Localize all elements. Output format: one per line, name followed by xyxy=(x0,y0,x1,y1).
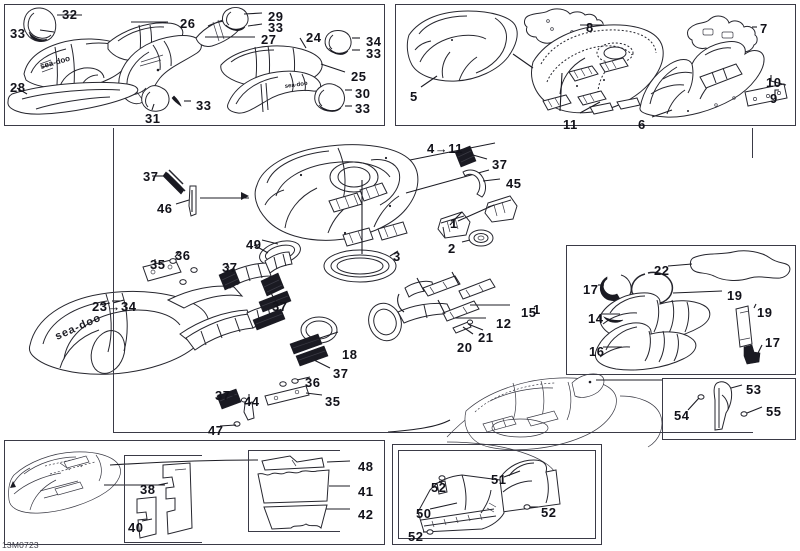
springs-37-group xyxy=(216,267,329,410)
callout-1-b: 1 xyxy=(533,302,541,317)
main-exhaust-panel-right xyxy=(752,128,753,158)
callout-37-d: 37 xyxy=(272,299,288,314)
callout-29: 29 xyxy=(268,9,284,24)
callout-40: 40 xyxy=(128,520,144,535)
group-floor-panel xyxy=(417,459,561,535)
callout-33-e: 33 xyxy=(355,101,371,116)
callout-4-to-11: 4→11 xyxy=(427,141,463,156)
group-top-right-parts xyxy=(406,8,788,118)
group-main-exhaust: sea-doo xyxy=(28,142,518,427)
callout-54: 54 xyxy=(674,408,690,423)
callout-52-b: 52 xyxy=(541,505,557,520)
callout-1-a: 1 xyxy=(450,216,458,231)
callout-17-b: 17 xyxy=(765,335,781,350)
callout-27: 27 xyxy=(261,32,277,47)
callout-36-b: 36 xyxy=(305,375,321,390)
group-bracket-53 xyxy=(687,381,763,431)
callout-19-b: 19 xyxy=(757,305,773,320)
callout-45: 45 xyxy=(506,176,522,191)
floor-panel-inset xyxy=(398,450,596,539)
callout-16: 16 xyxy=(589,344,605,359)
main-exhaust-panel xyxy=(113,128,753,433)
callout-20: 20 xyxy=(457,340,473,355)
floor-panel-group xyxy=(392,444,602,545)
callout-37-a: 37 xyxy=(143,169,159,184)
callout-46: 46 xyxy=(157,201,173,216)
callout-42: 42 xyxy=(358,507,374,522)
callout-37-c: 37 xyxy=(222,260,238,275)
group-chassis-overview xyxy=(387,373,663,475)
callout-35-a: 35 xyxy=(150,257,166,272)
callout-25: 25 xyxy=(351,69,367,84)
callout-34: 34 xyxy=(366,34,382,49)
callout-53: 53 xyxy=(746,382,762,397)
panel-48-41-42-inset xyxy=(248,450,340,532)
group-tuned-pipe xyxy=(594,250,791,371)
callout-18: 18 xyxy=(342,347,358,362)
callout-7: 7 xyxy=(760,21,768,36)
muffler-and-clamps-panel xyxy=(4,4,385,126)
callout-33-d: 33 xyxy=(196,98,212,113)
callout-37-f: 37 xyxy=(215,388,231,403)
callout-26: 26 xyxy=(180,16,196,31)
callout-41: 41 xyxy=(358,484,374,499)
callout-36-a: 36 xyxy=(175,248,191,263)
callout-28: 28 xyxy=(10,80,26,95)
callout-21: 21 xyxy=(478,330,494,345)
heat-shield-panel xyxy=(395,4,796,126)
callout-33-a: 33 xyxy=(10,26,26,41)
callout-33-b: 33 xyxy=(268,20,284,35)
lower-panels xyxy=(4,440,385,545)
group-top-left-parts: sea-doo xyxy=(7,7,360,115)
callout-6: 6 xyxy=(638,117,646,132)
callout-14: 14 xyxy=(588,311,604,326)
main-exhaust-panel-bottom xyxy=(113,432,753,433)
callout-31: 31 xyxy=(145,111,161,126)
callout-2: 2 xyxy=(448,241,456,256)
callout-32: 32 xyxy=(62,7,78,22)
callout-12: 12 xyxy=(496,316,512,331)
callout-15: 15 xyxy=(521,305,537,320)
callout-10: 10 xyxy=(766,75,782,90)
rods-15-12 xyxy=(416,271,496,322)
callout-37-e: 37 xyxy=(333,366,349,381)
bracket-panel xyxy=(662,378,796,440)
group-bottom-left xyxy=(8,451,351,539)
callout-38: 38 xyxy=(140,482,156,497)
tuned-pipe-panel xyxy=(566,245,796,375)
callout-33-c: 33 xyxy=(366,46,382,61)
callout-11: 11 xyxy=(563,117,578,132)
callout-30: 30 xyxy=(355,86,371,101)
callout-3: 3 xyxy=(393,249,401,264)
callout-19-a: 19 xyxy=(727,288,743,303)
callout-52-c: 52 xyxy=(408,529,424,544)
callout-35-b: 35 xyxy=(325,394,341,409)
callout-52-a: 52 xyxy=(431,480,447,495)
callout-8: 8 xyxy=(586,20,594,35)
callout-22: 22 xyxy=(654,263,670,278)
callout-55: 55 xyxy=(766,404,782,419)
callout-49: 49 xyxy=(246,237,262,252)
panel-38-40-inset xyxy=(124,455,202,543)
callout-37-b: 37 xyxy=(492,157,508,172)
svg-text:sea-doo: sea-doo xyxy=(284,81,308,90)
callout-48: 48 xyxy=(358,459,374,474)
callout-50: 50 xyxy=(416,506,432,521)
callout-24: 24 xyxy=(306,30,322,45)
callout-44: 44 xyxy=(244,394,260,409)
callout-17-a: 17 xyxy=(583,282,599,297)
document-id: 13M0723 xyxy=(2,540,39,550)
callout-47: 47 xyxy=(208,423,224,438)
callout-23-to-34: 23→34 xyxy=(92,299,137,314)
callout-51: 51 xyxy=(491,472,507,487)
callout-5: 5 xyxy=(410,89,418,104)
callout-9: 9 xyxy=(770,91,778,106)
